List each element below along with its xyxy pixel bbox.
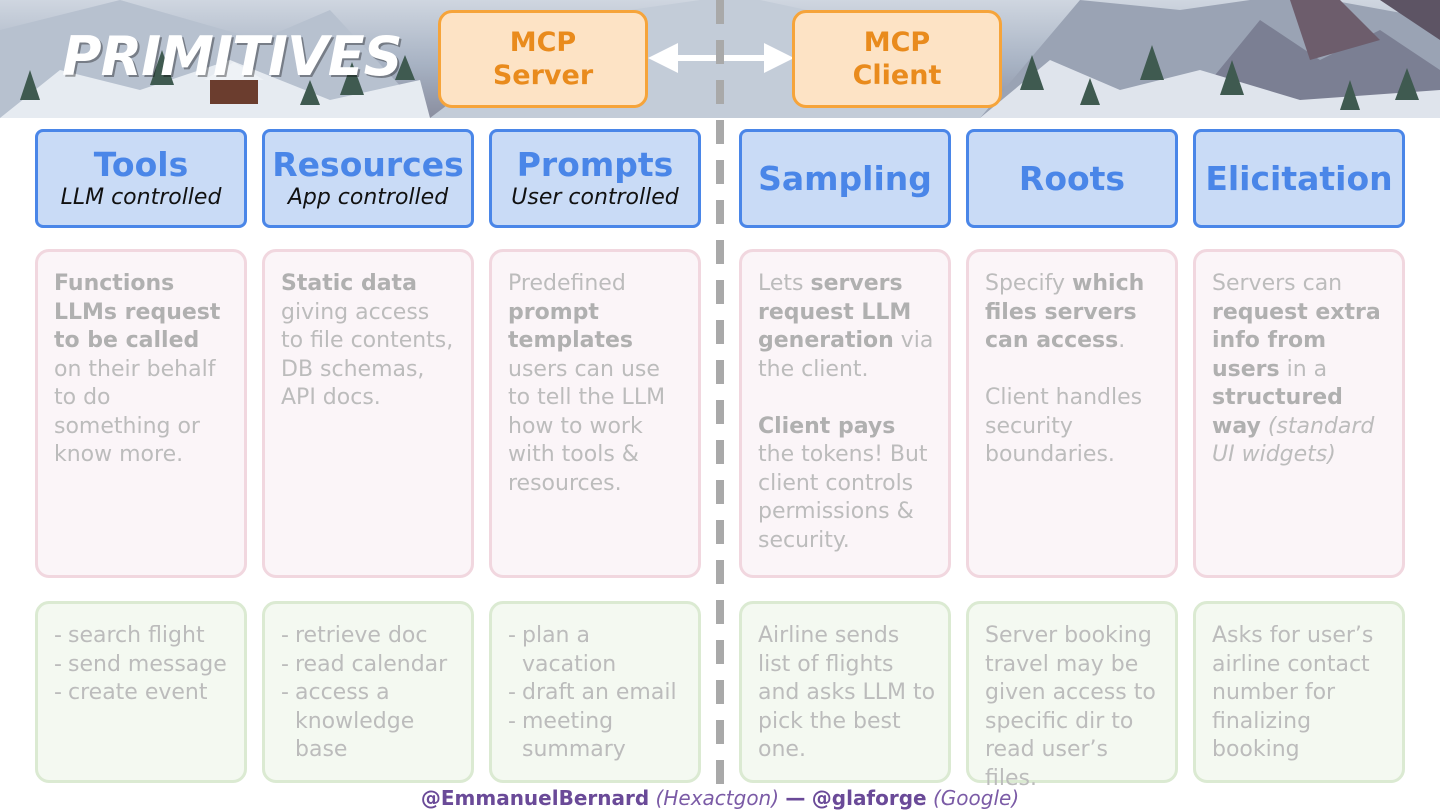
example-item: search flight xyxy=(54,622,232,651)
example-item: retrieve doc xyxy=(281,622,459,651)
description-text: Servers can xyxy=(1212,271,1343,296)
description-text: users can use to tell the LLM how to wor… xyxy=(508,356,666,496)
description-text: on their behalf to do something or know … xyxy=(54,356,216,468)
description-italic-text: (standard UI widgets) xyxy=(1212,413,1375,468)
example-card-prompts: plan a vacation draft an email meeting s… xyxy=(489,601,701,783)
card-subtitle: LLM controlled xyxy=(60,184,222,210)
description-card-resources: Static data giving access to file conten… xyxy=(262,249,474,578)
mcp-client-line1: MCP xyxy=(863,27,931,58)
description-card-tools: Functions LLMs request to be called on t… xyxy=(35,249,247,578)
description-text: giving access to file contents, DB schem… xyxy=(281,299,454,411)
server-client-divider xyxy=(716,0,724,790)
example-item: draft an email xyxy=(508,679,686,708)
example-list: plan a vacation draft an email meeting s… xyxy=(508,622,686,765)
description-card-roots: Specify which files servers can access. C… xyxy=(966,249,1178,578)
footer-separator: — xyxy=(785,786,806,810)
card-subtitle: App controlled xyxy=(287,184,449,210)
mcp-client-box: MCP Client xyxy=(792,10,1002,108)
example-text: Asks for user’s airline contact number f… xyxy=(1212,623,1374,762)
description-text: Client handles security boundaries. xyxy=(985,385,1143,467)
footer-handle-1: @EmmanuelBernard xyxy=(420,786,650,810)
example-card-resources: retrieve doc read calendar access a know… xyxy=(262,601,474,783)
card-name: Tools xyxy=(93,144,189,184)
description-card-elicitation: Servers can request extra info from user… xyxy=(1193,249,1405,578)
header-card-resources: Resources App controlled xyxy=(262,129,474,228)
example-card-sampling: Airline sends list of flights and asks L… xyxy=(739,601,951,783)
example-card-roots: Server booking travel may be given acces… xyxy=(966,601,1178,791)
footer-org-1: (Hexactgon) xyxy=(655,786,780,810)
header-card-tools: Tools LLM controlled xyxy=(35,129,247,228)
card-name: Sampling xyxy=(758,158,932,198)
description-card-sampling: Lets servers request LLM generation via … xyxy=(739,249,951,578)
description-card-prompts: Predefined prompt templates users can us… xyxy=(489,249,701,578)
example-item: read calendar xyxy=(281,651,459,680)
example-card-elicitation: Asks for user’s airline contact number f… xyxy=(1193,601,1405,783)
description-text: Lets xyxy=(758,271,811,296)
description-text: the tokens! But client controls permissi… xyxy=(758,442,928,553)
description-text: Specify xyxy=(985,271,1073,296)
card-name: Roots xyxy=(1018,158,1126,198)
footer-credits: @EmmanuelBernard (Hexactgon) — @glaforge… xyxy=(0,786,1440,810)
example-item: meeting summary xyxy=(508,708,686,765)
example-card-tools: search flight send message create event xyxy=(35,601,247,783)
footer-org-2: (Google) xyxy=(932,786,1020,810)
mcp-server-line1: MCP xyxy=(509,27,577,58)
mcp-server-line2: Server xyxy=(492,60,594,91)
example-list: retrieve doc read calendar access a know… xyxy=(281,622,459,765)
header-card-sampling: Sampling xyxy=(739,129,951,228)
description-text: Predefined xyxy=(508,271,626,296)
header-card-prompts: Prompts User controlled xyxy=(489,129,701,228)
mcp-client-line2: Client xyxy=(852,60,942,91)
example-text: Server booking travel may be given acces… xyxy=(985,623,1156,791)
footer-handle-2: @glaforge xyxy=(811,786,927,810)
description-text: via the client. xyxy=(758,328,934,382)
card-name: Elicitation xyxy=(1205,158,1393,198)
description-text: . xyxy=(1118,328,1126,353)
description-bold-text: Functions LLMs request to be called xyxy=(54,271,221,353)
header-card-elicitation: Elicitation xyxy=(1193,129,1405,228)
description-bold-text: prompt templates xyxy=(508,299,634,354)
description-bold-text: Client pays xyxy=(758,413,896,439)
header-card-roots: Roots xyxy=(966,129,1178,228)
description-bold-text: structured way xyxy=(1212,385,1343,439)
paragraph-gap xyxy=(758,384,934,413)
description-bold-text: request extra info from users xyxy=(1212,299,1381,382)
description-bold-text: which files servers can access xyxy=(985,271,1145,353)
example-list: search flight send message create event xyxy=(54,622,232,708)
example-text: Airline sends list of flights and asks L… xyxy=(758,623,936,762)
description-text: in a xyxy=(1279,356,1328,382)
example-item: send message xyxy=(54,651,232,680)
description-bold-text: Static data xyxy=(281,271,417,296)
example-item: plan a vacation xyxy=(508,622,686,679)
page-title: PRIMITIVES xyxy=(62,25,403,88)
example-item: create event xyxy=(54,679,232,708)
example-item: access a knowledge base xyxy=(281,679,459,765)
description-bold-text: servers request LLM generation xyxy=(758,271,912,353)
mcp-server-box: MCP Server xyxy=(438,10,648,108)
card-name: Prompts xyxy=(516,144,674,184)
card-subtitle: User controlled xyxy=(511,184,679,210)
paragraph-gap xyxy=(985,356,1161,385)
card-name: Resources xyxy=(272,144,464,184)
